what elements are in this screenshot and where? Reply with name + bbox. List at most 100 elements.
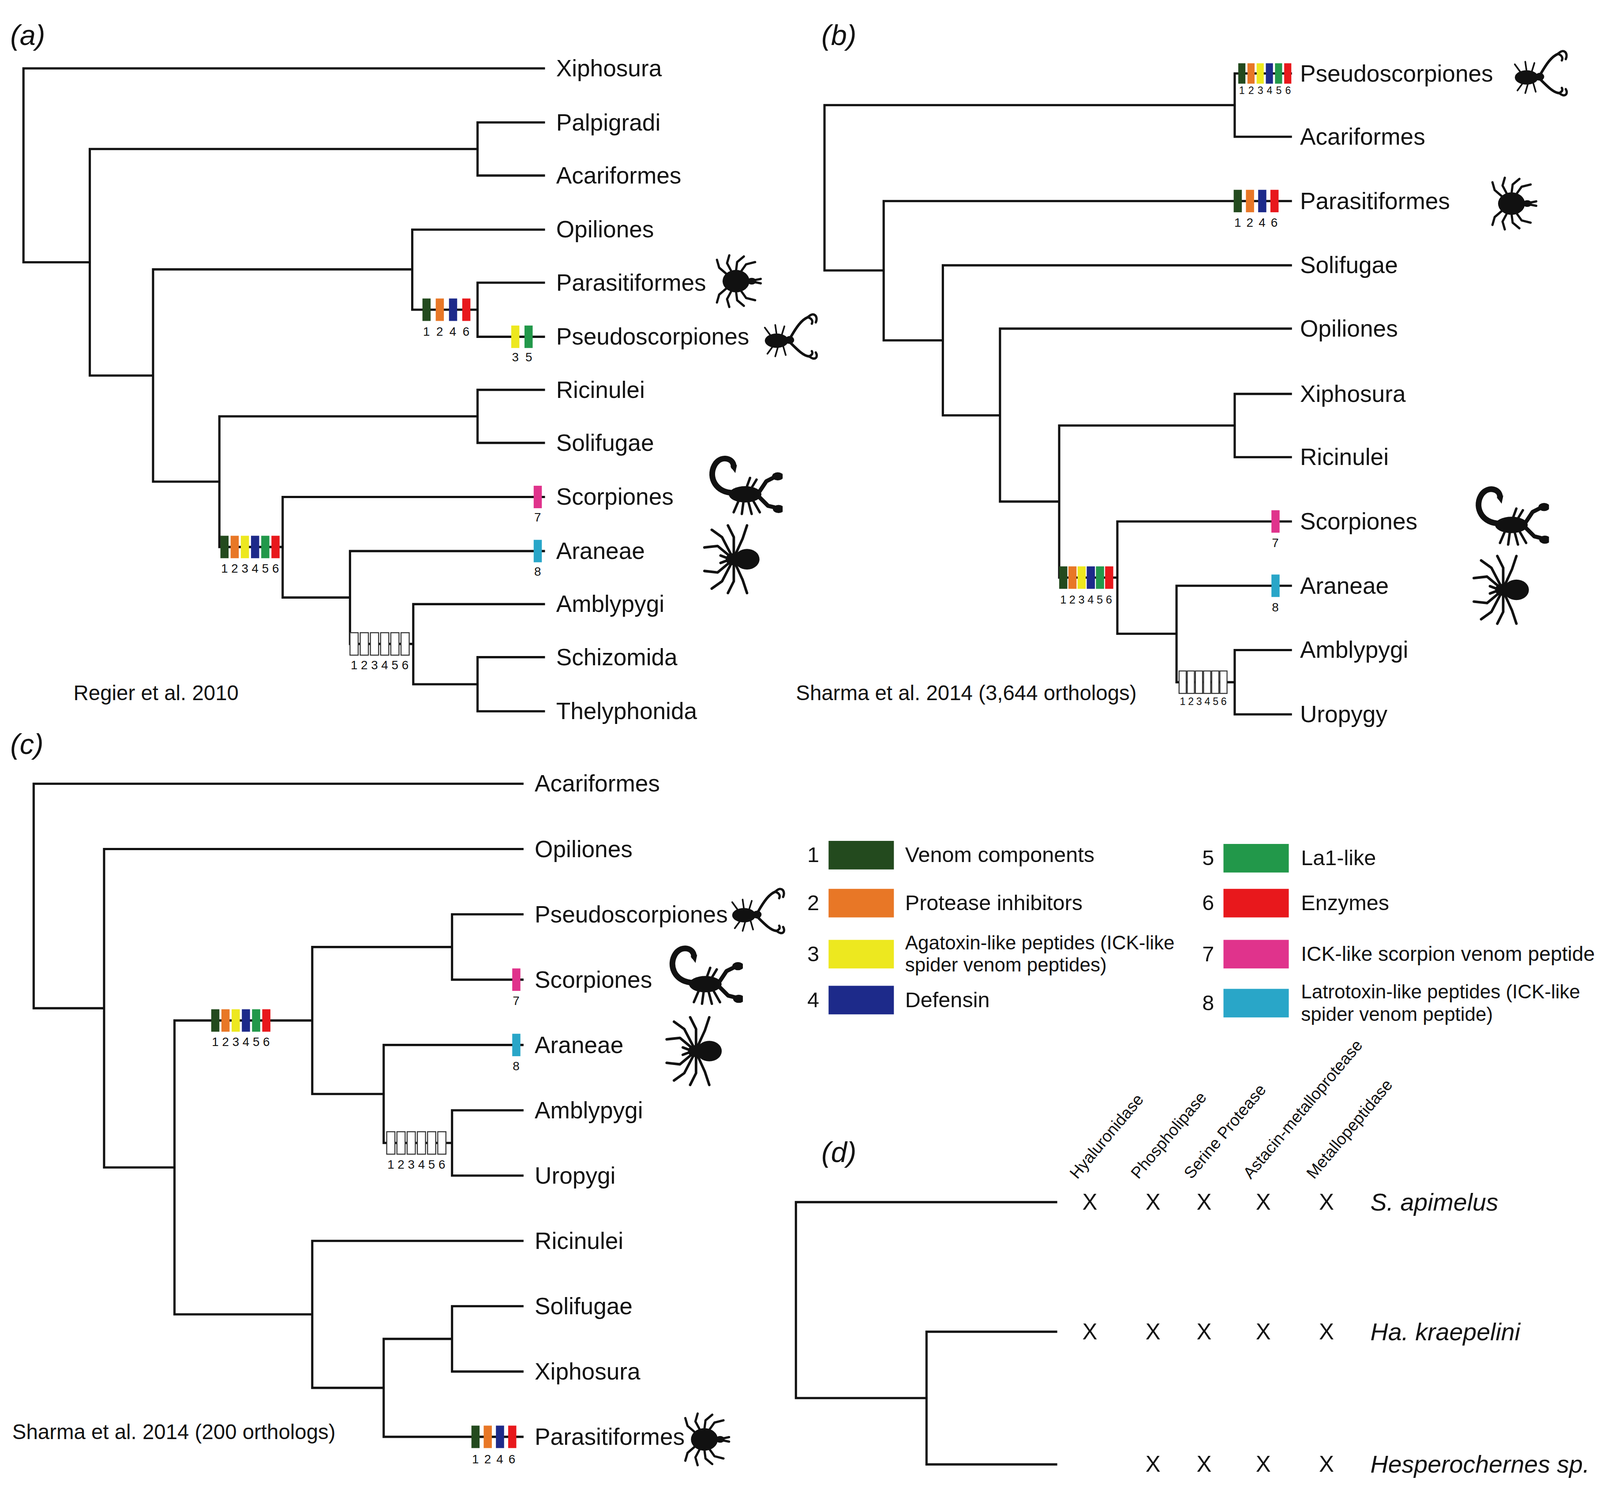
presence-mark: X bbox=[1196, 1318, 1212, 1345]
tree-graphic bbox=[380, 632, 390, 656]
taxon-icon bbox=[1473, 555, 1529, 624]
legend-text: ICK-like scorpion venom peptide bbox=[1300, 942, 1595, 966]
taxon-name: Ricinulei bbox=[534, 1227, 624, 1255]
tree-graphic bbox=[512, 968, 521, 991]
legend-swatch bbox=[828, 888, 894, 918]
tree-a bbox=[23, 68, 544, 712]
legend-number: 4 bbox=[807, 987, 820, 1013]
presence-mark: X bbox=[1255, 1189, 1271, 1216]
presence-mark: X bbox=[1082, 1189, 1098, 1216]
legend-swatch bbox=[1223, 939, 1289, 969]
tree-graphic bbox=[512, 1033, 521, 1057]
trait-number: 123456 bbox=[1239, 85, 1295, 96]
tree-graphic bbox=[462, 298, 471, 322]
tree-graphic bbox=[427, 1131, 436, 1155]
citation: Sharma et al. 2014 (200 orthologs) bbox=[12, 1419, 336, 1444]
tree-graphic bbox=[230, 535, 240, 559]
tree-graphic bbox=[508, 1425, 517, 1448]
tree-graphic bbox=[533, 539, 543, 563]
taxon-name: Acariformes bbox=[534, 770, 660, 798]
tree-graphic bbox=[261, 535, 270, 559]
legend-swatch bbox=[1223, 888, 1289, 918]
tree-graphic bbox=[1105, 566, 1114, 589]
tree-graphic bbox=[1238, 63, 1246, 84]
tree-graphic bbox=[471, 1425, 480, 1448]
tree-graphic bbox=[349, 632, 409, 656]
tree-graphic bbox=[1265, 63, 1273, 84]
taxon-name: Amblypygi bbox=[1300, 636, 1409, 664]
legend-number: 5 bbox=[1202, 845, 1215, 871]
trait-number: 7 bbox=[1271, 536, 1282, 550]
taxon-name: Ricinulei bbox=[1300, 443, 1389, 471]
legend-swatch bbox=[828, 840, 894, 870]
tree-graphic bbox=[1271, 574, 1280, 597]
taxon-icon bbox=[1492, 177, 1537, 230]
trait-bars bbox=[211, 63, 1292, 1448]
legend-text: La1-like bbox=[1300, 845, 1376, 871]
tree-graphic bbox=[1077, 566, 1087, 589]
taxon-icon bbox=[711, 458, 784, 514]
legend-text: Defensin bbox=[905, 987, 990, 1013]
presence-mark: X bbox=[1145, 1318, 1161, 1345]
taxon-name: Scorpiones bbox=[1300, 507, 1418, 535]
tree-graphic bbox=[407, 1131, 416, 1155]
taxon-name: Pseudoscorpiones bbox=[556, 323, 750, 351]
tree-branches bbox=[23, 68, 1291, 1465]
panel-letter: (d) bbox=[821, 1136, 857, 1170]
taxon-name: Pseudoscorpiones bbox=[1300, 59, 1494, 87]
tree-graphic bbox=[1068, 566, 1077, 589]
legend-text: Agatoxin-like peptides (ICK-like spider … bbox=[905, 931, 1196, 977]
taxon-name: Ricinulei bbox=[556, 376, 645, 404]
tree-graphic bbox=[422, 298, 431, 322]
tree-graphic bbox=[360, 632, 369, 656]
tree-b bbox=[824, 73, 1291, 715]
tree-graphic bbox=[390, 632, 400, 656]
taxon-icon bbox=[1514, 51, 1567, 96]
presence-mark: X bbox=[1082, 1318, 1098, 1345]
legend-number: 6 bbox=[1202, 890, 1215, 916]
legend-text: Venom components bbox=[905, 842, 1095, 868]
presence-mark: X bbox=[1318, 1189, 1334, 1216]
tree-graphic bbox=[241, 1009, 251, 1032]
trait-number: 123456 bbox=[1180, 696, 1230, 708]
taxon-name: Palpigradi bbox=[556, 108, 661, 136]
presence-mark: X bbox=[1145, 1451, 1161, 1478]
presence-mark: X bbox=[1196, 1451, 1212, 1478]
legend-swatch bbox=[828, 985, 894, 1015]
tree-graphic bbox=[271, 535, 280, 559]
tree-graphic bbox=[386, 1131, 396, 1155]
tree-graphic bbox=[483, 1425, 492, 1448]
taxon-name: Xiphosura bbox=[1300, 380, 1406, 408]
tree-graphic bbox=[495, 1425, 505, 1448]
tree-graphic bbox=[511, 325, 520, 349]
taxon-icon bbox=[672, 948, 745, 1004]
trait-number: 123456 bbox=[387, 1157, 449, 1171]
taxon-name: Scorpiones bbox=[534, 966, 652, 993]
trait-number: 123456 bbox=[211, 1035, 274, 1049]
taxon-icon bbox=[704, 525, 760, 593]
trait-number: 7 bbox=[512, 994, 523, 1008]
taxon-name: Solifugae bbox=[556, 429, 655, 457]
taxon-name: Pseudoscorpiones bbox=[534, 900, 728, 928]
tree-graphic bbox=[449, 298, 458, 322]
tree-d bbox=[795, 1202, 1057, 1465]
taxon-name: Solifugae bbox=[1300, 251, 1398, 279]
tree-graphic bbox=[251, 535, 260, 559]
tree-graphic bbox=[1247, 63, 1255, 84]
tree-graphic bbox=[220, 535, 229, 559]
tree-graphic bbox=[1271, 510, 1280, 533]
taxon-name: Opiliones bbox=[1300, 314, 1398, 342]
trait-number: 8 bbox=[1271, 600, 1282, 614]
species-name: S. apimelus bbox=[1370, 1187, 1499, 1217]
tree-graphic bbox=[1245, 189, 1255, 213]
tree-graphic bbox=[533, 485, 543, 509]
tree-graphic bbox=[1179, 670, 1228, 694]
tree-graphic bbox=[1195, 670, 1203, 694]
tree-graphic bbox=[221, 1009, 230, 1032]
tree-graphic bbox=[1219, 670, 1227, 694]
tree-graphic bbox=[1274, 63, 1282, 84]
legend-swatch bbox=[1223, 988, 1289, 1018]
legend-text: Enzymes bbox=[1300, 890, 1390, 916]
tree-graphic bbox=[417, 1131, 426, 1155]
